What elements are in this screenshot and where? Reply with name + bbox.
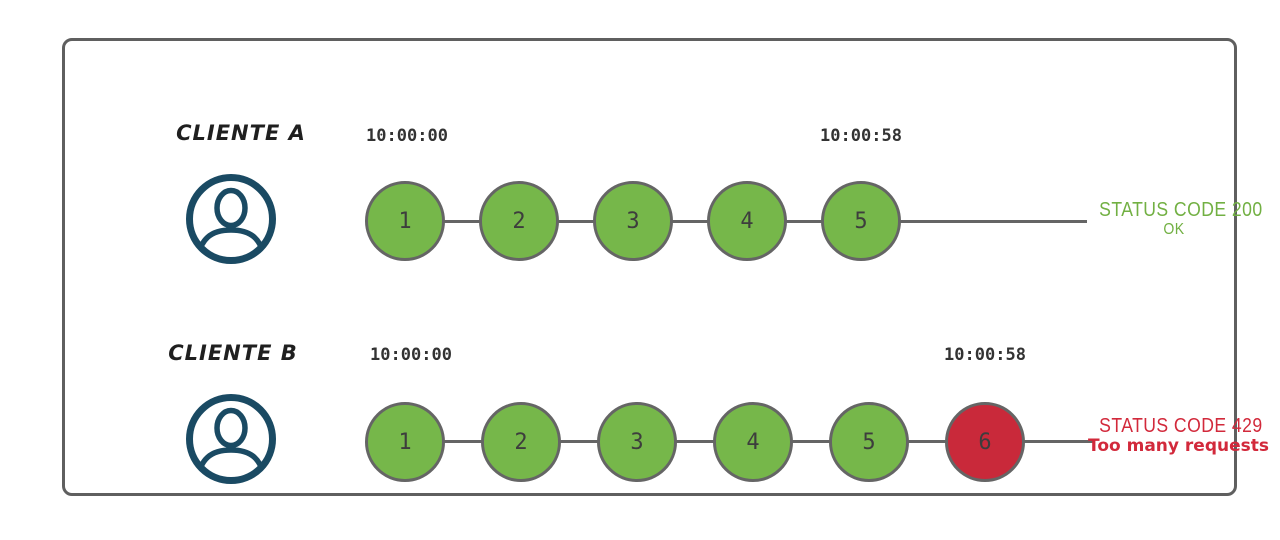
request-circle: 2: [481, 402, 561, 482]
user-avatar-icon: [183, 171, 279, 267]
status-label: STATUS CODE 429 Too many requests: [1088, 415, 1269, 456]
request-circle: 5: [821, 181, 901, 261]
request-circle: 5: [829, 402, 909, 482]
status-message-text: Too many requests: [1088, 436, 1269, 456]
client-a-label: CLIENTE A: [176, 121, 306, 145]
user-avatar-icon: [183, 391, 279, 487]
request-number: 4: [740, 208, 754, 234]
status-label: STATUS CODE 200 OK: [1088, 199, 1263, 238]
status-code-text: STATUS CODE 429: [1099, 415, 1263, 437]
request-circle: 1: [365, 181, 445, 261]
diagram-frame: CLIENTE A 10:00:00 10:00:58 1 2 3 4 5 STATUS…: [62, 38, 1269, 496]
request-number: 1: [398, 208, 412, 234]
status-message-text: OK: [1163, 221, 1185, 238]
request-number: 2: [514, 429, 528, 455]
request-number: 1: [398, 429, 412, 455]
request-number: 5: [854, 208, 868, 234]
request-number: 6: [978, 429, 992, 455]
request-number: 4: [746, 429, 760, 455]
end-timestamp: 10:00:58: [820, 126, 902, 146]
request-circle: 3: [593, 181, 673, 261]
start-timestamp: 10:00:00: [370, 345, 452, 365]
request-circle: 6: [945, 402, 1025, 482]
client-b-label: CLIENTE B: [168, 341, 298, 365]
status-code-text: STATUS CODE 200: [1099, 199, 1263, 221]
request-number: 3: [630, 429, 644, 455]
end-timestamp: 10:00:58: [944, 345, 1026, 365]
request-number: 2: [512, 208, 526, 234]
request-number: 5: [862, 429, 876, 455]
start-timestamp: 10:00:00: [366, 126, 448, 146]
request-circle: 4: [713, 402, 793, 482]
request-circle: 1: [365, 402, 445, 482]
request-number: 3: [626, 208, 640, 234]
request-circle: 4: [707, 181, 787, 261]
request-circle: 2: [479, 181, 559, 261]
request-circle: 3: [597, 402, 677, 482]
